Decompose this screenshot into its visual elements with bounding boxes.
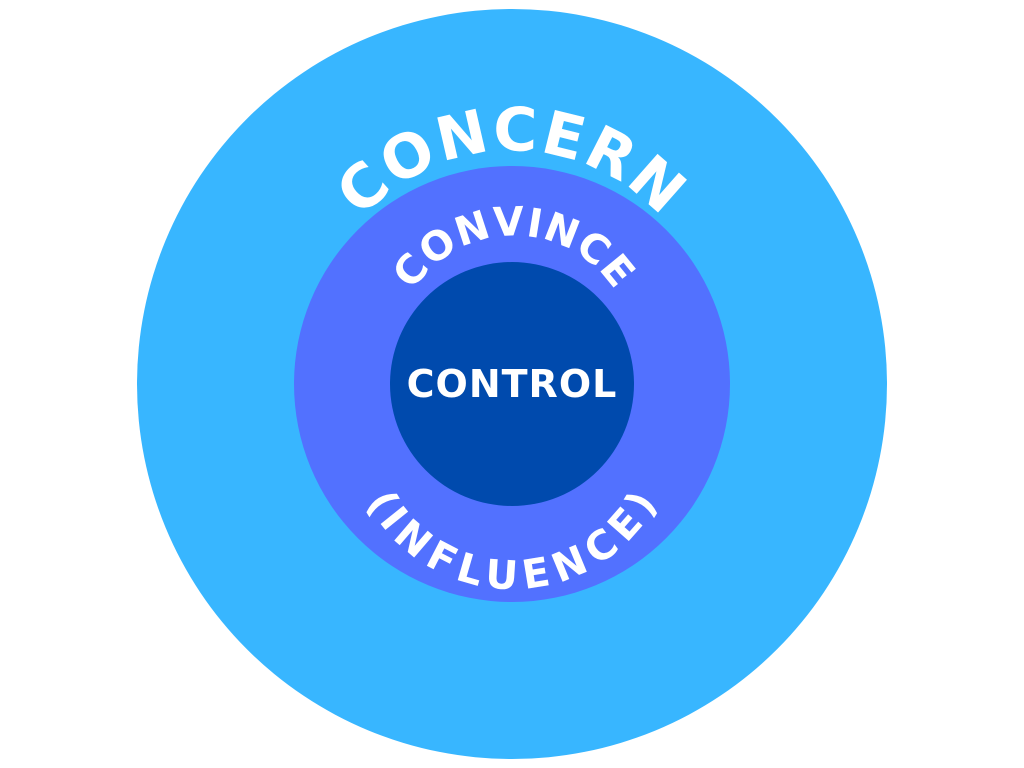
control-label: CONTROL: [407, 362, 618, 406]
inner-circle-control: [390, 262, 634, 506]
